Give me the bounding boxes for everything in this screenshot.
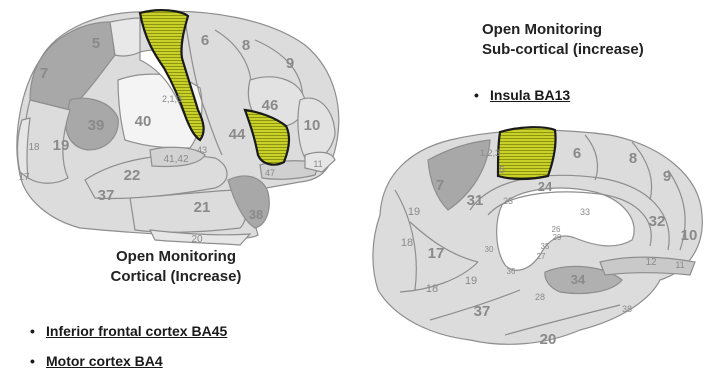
bullet-dot: • [30,352,35,370]
medial-label-34: 34 [571,272,586,287]
lateral-bullet-list: • Inferior frontal cortex BA45 • Motor c… [30,322,227,370]
bullet-text-insula: Insula BA13 [490,87,570,103]
lateral-label-38: 38 [249,207,263,222]
lateral-label-40: 40 [135,113,152,130]
medial-label-23: 23 [503,196,513,206]
lateral-label-5: 5 [92,35,100,52]
lateral-caption-line1: Open Monitoring [76,247,276,267]
bullet-dot: • [474,86,479,104]
medial-caption-line1: Open Monitoring [482,20,692,40]
medial-label-36: 36 [507,267,516,276]
medial-bullet-list: • Insula BA13 [474,86,570,104]
lateral-bullet-item: • Inferior frontal cortex BA45 [30,322,227,340]
medial-caption: Open Monitoring Sub-cortical (increase) [482,20,692,60]
lateral-label-39: 39 [88,117,105,134]
insula-highlight [498,127,556,179]
medial-label-7: 7 [436,177,444,194]
lateral-label-37: 37 [98,187,115,204]
medial-label-19a: 19 [408,206,420,218]
lateral-caption-line2: Cortical (Increase) [76,267,276,287]
lateral-label-43: 43 [197,145,207,155]
medial-bullet-item: • Insula BA13 [474,86,570,104]
medial-label-10: 10 [681,227,698,244]
medial-caption-line2: Sub-cortical (increase) [482,40,692,60]
lateral-label-18: 18 [28,142,40,153]
medial-label-28: 28 [535,292,545,302]
lateral-label-6: 6 [201,32,209,49]
medial-label-29: 29 [553,233,562,242]
lateral-caption: Open Monitoring Cortical (Increase) [76,247,276,287]
medial-label-17: 17 [428,245,445,262]
medial-label-33: 33 [580,207,590,217]
lateral-label-47: 47 [265,168,275,178]
lateral-area-5 [110,18,140,56]
bullet-text-motor-cortex: Motor cortex BA4 [46,353,163,369]
lateral-label-21: 21 [194,199,211,216]
medial-label-5: 5 [499,165,505,176]
medial-brain: 1,2,3 5 6 7 8 9 10 11 12 17 18 18 19 19 … [373,127,702,348]
lateral-label-10: 10 [304,117,321,134]
medial-label-12: 12 [645,257,657,268]
lateral-label-11: 11 [313,159,322,169]
medial-label-32: 32 [649,213,666,230]
medial-label-31: 31 [467,192,484,209]
medial-label-9: 9 [663,168,671,185]
bullet-dot: • [30,322,35,340]
medial-label-1-2-3: 1,2,3 [480,148,500,158]
bullet-text-inferior-frontal: Inferior frontal cortex BA45 [46,323,227,339]
medial-label-37: 37 [474,303,491,320]
medial-label-6: 6 [573,145,581,162]
lateral-label-22: 22 [124,167,141,184]
medial-label-8: 8 [629,150,637,167]
medial-label-20: 20 [540,331,557,348]
medial-label-30: 30 [485,245,494,254]
lateral-label-19: 19 [53,137,70,154]
lateral-label-41-42: 41,42 [163,154,188,165]
medial-label-24: 24 [538,179,553,194]
lateral-area-21 [130,190,246,232]
medial-label-18b: 18 [426,283,438,295]
medial-label-11: 11 [675,260,684,270]
medial-label-18a: 18 [401,237,413,249]
medial-label-35: 35 [541,242,550,251]
medial-label-38: 38 [622,304,632,314]
lateral-label-44: 44 [229,126,246,143]
lateral-label-8: 8 [242,37,250,54]
medial-label-19b: 19 [465,275,477,287]
lateral-label-7: 7 [40,65,48,82]
lateral-label-9: 9 [286,55,294,72]
lateral-label-17: 17 [18,172,30,183]
lateral-bullet-item: • Motor cortex BA4 [30,352,227,370]
lateral-label-2-1-3: 2,1,3 [162,94,182,104]
lateral-brain: 5 6 7 8 9 10 11 17 18 19 20 21 22 37 38 … [17,10,339,245]
lateral-label-20: 20 [191,234,203,245]
medial-label-27: 27 [537,252,546,261]
lateral-label-46: 46 [262,97,279,114]
